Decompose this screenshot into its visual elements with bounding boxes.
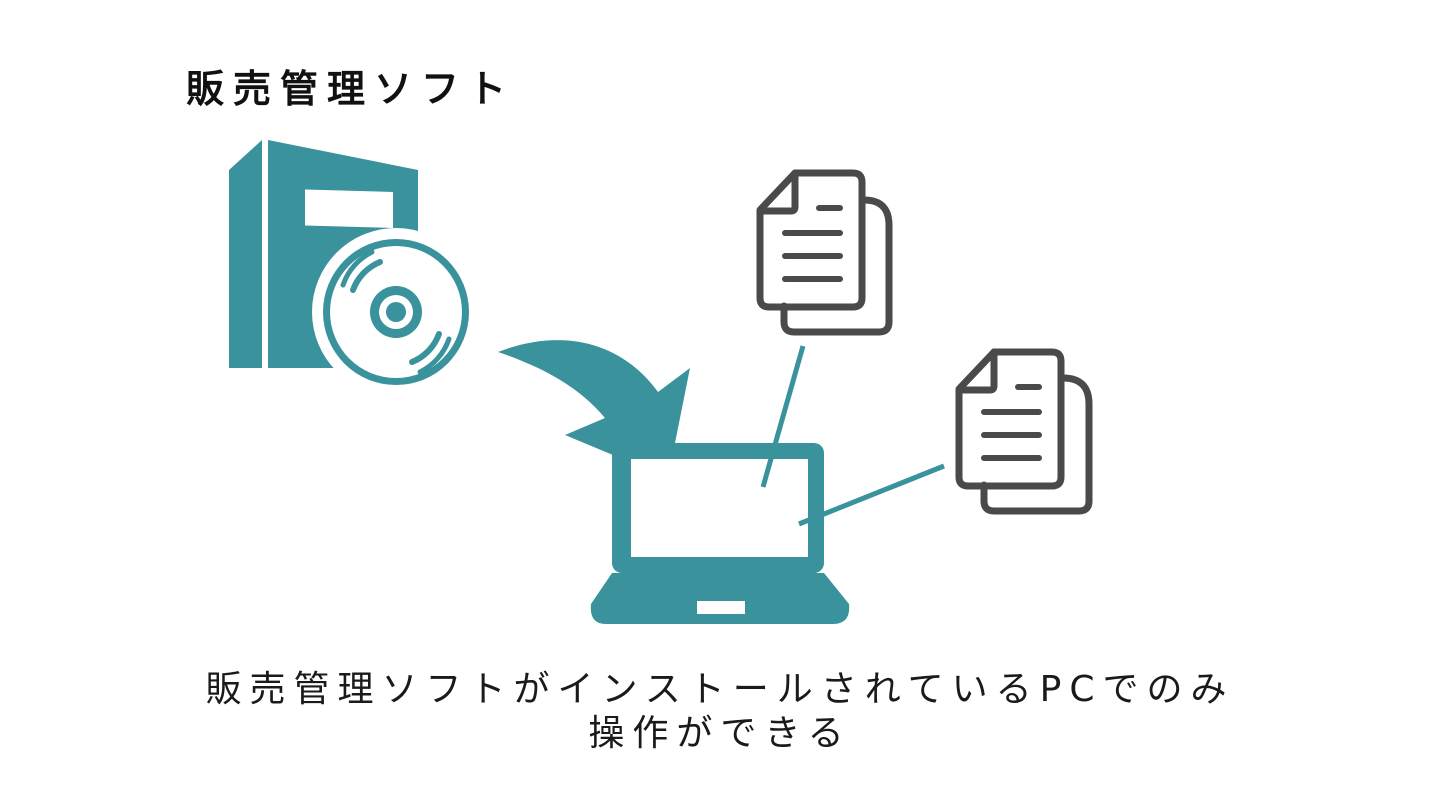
cd-disc-icon (312, 228, 480, 396)
document-icon (955, 348, 1093, 515)
connector-lines (760, 345, 945, 527)
diagram-title: 販売管理ソフト (186, 67, 516, 111)
laptop-icon (590, 443, 850, 624)
diagram-caption: 販売管理ソフトがインストールされているPCでのみ 操作ができる (0, 668, 1440, 756)
document-icon (756, 169, 893, 336)
caption-line-2: 操作ができる (588, 713, 852, 754)
caption-line-1: 販売管理ソフトがインストールされているPCでのみ (205, 669, 1235, 710)
